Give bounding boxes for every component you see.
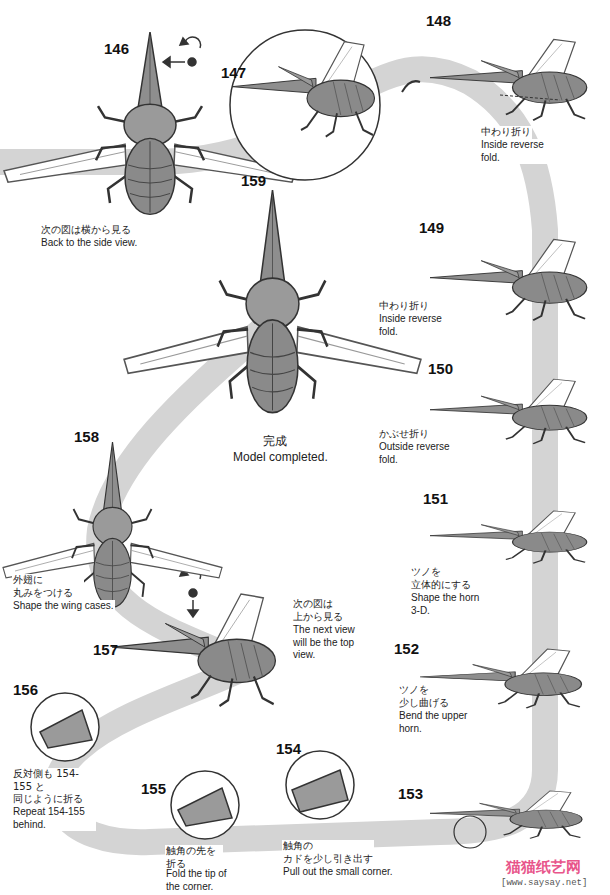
art-use	[112, 594, 275, 706]
step-number: 149	[418, 219, 445, 238]
step-147	[230, 30, 380, 180]
art-circle	[188, 58, 196, 66]
instruction-en: Back to the side view.	[40, 237, 138, 250]
completion-ja: 完成	[262, 434, 288, 449]
step-number: 152	[393, 640, 420, 659]
step-151	[430, 511, 587, 563]
art-use	[430, 511, 587, 563]
arrow	[402, 81, 420, 92]
art-use	[3, 442, 222, 607]
watermark: 猫猫纸艺网	[505, 858, 582, 877]
instruction-en: Inside reverse fold.	[480, 139, 554, 164]
art-polygon	[180, 38, 188, 45]
instruction-ja: 触角の カドを少し引き出す	[282, 840, 374, 865]
step-157	[112, 594, 275, 706]
art-circle	[31, 693, 99, 761]
step-148	[430, 39, 587, 120]
art-polygon	[188, 610, 198, 617]
instruction-ja: かぶせ折り	[378, 428, 430, 441]
art-polygon	[40, 710, 92, 748]
step-number: 155	[140, 780, 167, 799]
instruction-ja: ツノを 少し曲げる	[398, 684, 454, 709]
completion-en: Model completed.	[232, 450, 329, 465]
instruction-ja: 反対側も 154-155 と 同じように折る	[12, 768, 86, 806]
step-number: 158	[73, 428, 100, 447]
instruction-en: Repeat 154-155 behind.	[12, 806, 96, 831]
art-polygon	[163, 57, 170, 67]
step-number: 151	[422, 490, 449, 509]
art-use	[430, 39, 587, 120]
instruction-ja: ツノを 立体的にする	[410, 566, 474, 591]
art-circle	[230, 30, 380, 180]
art-polygon	[292, 770, 348, 812]
art-circle	[189, 589, 197, 597]
instruction-en: Fold the tip of the corner.	[165, 868, 231, 893]
step-number: 153	[397, 785, 424, 804]
art-polygon	[178, 788, 232, 826]
watermark-url: [www.saysay.net]	[500, 878, 588, 889]
art-path	[500, 95, 560, 100]
instruction-en: Outside reverse fold.	[378, 441, 462, 466]
instruction-ja: 次の図は横から見る	[40, 224, 132, 237]
instruction-en: Shape the wing cases.	[12, 600, 115, 613]
art-use	[430, 379, 587, 444]
step-number: 150	[427, 360, 454, 379]
instruction-en: Shape the horn 3-D.	[410, 592, 490, 617]
step-158	[3, 442, 222, 607]
step-number: 157	[92, 641, 119, 660]
flow-band	[0, 69, 545, 842]
step-number: 154	[275, 740, 302, 759]
instruction-ja: 中わり折り	[480, 126, 532, 139]
step-number: 159	[240, 172, 267, 191]
art-use	[232, 42, 375, 137]
instruction-en: The next view will be the top view.	[292, 624, 368, 662]
instruction-en: Inside reverse fold.	[378, 313, 452, 338]
step-159	[124, 190, 421, 413]
step-number: 147	[220, 64, 247, 83]
instruction-en: Pull out the small corner.	[282, 866, 394, 879]
art-use	[430, 791, 582, 839]
view-icons	[163, 37, 201, 617]
art-circle	[171, 771, 239, 839]
art-use	[430, 239, 587, 320]
art-circle	[286, 751, 354, 819]
art-use	[124, 190, 421, 413]
instruction-en: Bend the upper horn.	[398, 710, 478, 735]
step-number: 146	[103, 40, 130, 59]
step-number: 156	[12, 681, 39, 700]
step-149	[430, 239, 587, 320]
instruction-ja: 触角の先を 折る	[165, 845, 223, 870]
instruction-ja: 外翅に 丸みをつける	[12, 574, 84, 599]
step-number: 148	[425, 12, 452, 31]
instruction-ja: 中わり折り	[378, 300, 430, 313]
step-150	[430, 379, 587, 444]
instruction-ja: 次の図は 上から見る	[292, 598, 349, 623]
step-153	[430, 791, 582, 848]
art-circle	[454, 816, 486, 848]
